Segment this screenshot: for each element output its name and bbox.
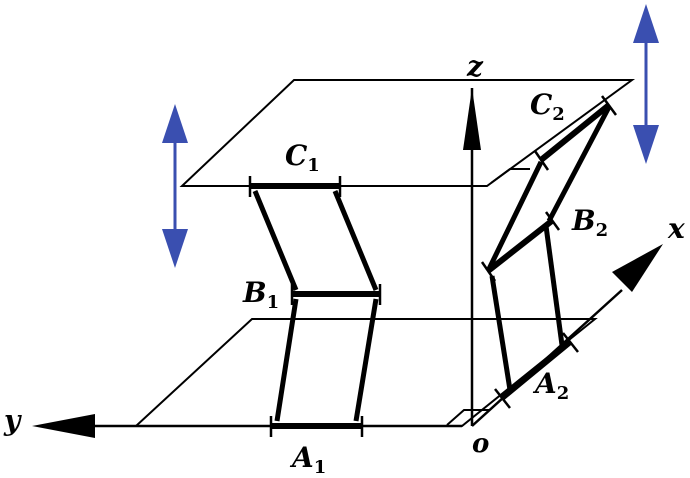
axis-label-x: x bbox=[667, 212, 685, 245]
label-a1: A1 bbox=[289, 441, 326, 478]
x-axis-arrowhead bbox=[612, 244, 663, 292]
right-angle-marker-bottom bbox=[446, 409, 490, 426]
label-c1: C1 bbox=[285, 139, 320, 176]
z-axis-arrowhead bbox=[463, 88, 481, 150]
y-axis-arrowhead bbox=[32, 414, 95, 438]
label-c2: C2 bbox=[530, 88, 565, 125]
left-mechanism bbox=[248, 176, 382, 437]
axis-label-z: z bbox=[466, 50, 484, 83]
axis-label-y: y bbox=[3, 404, 22, 437]
label-a2: A2 bbox=[532, 367, 569, 404]
label-b1: B1 bbox=[242, 276, 279, 313]
right-mechanism bbox=[480, 95, 618, 409]
origin-label: o bbox=[472, 429, 489, 459]
right-angle-marker-top bbox=[490, 168, 530, 184]
label-b2: B2 bbox=[571, 204, 608, 241]
upper-plane bbox=[179, 79, 636, 187]
double-headed-arrow-icon bbox=[162, 104, 188, 268]
double-headed-arrow-icon bbox=[633, 4, 659, 164]
